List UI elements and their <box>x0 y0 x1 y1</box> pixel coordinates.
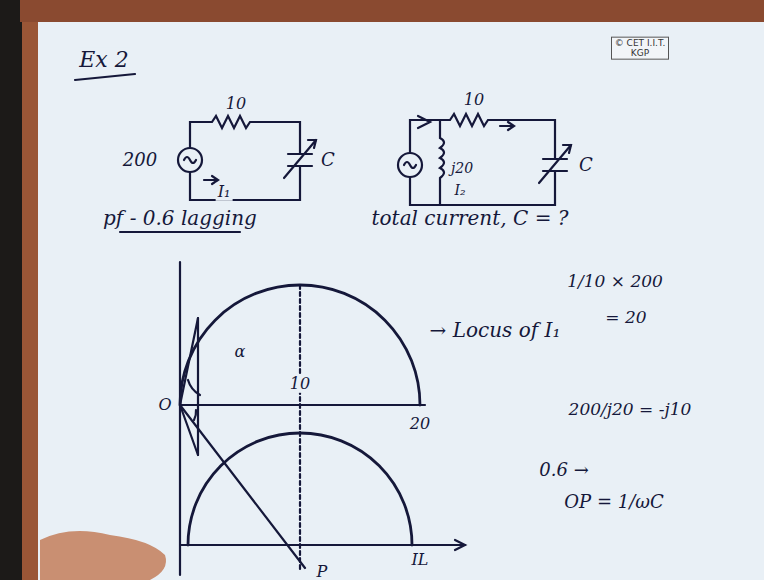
board-text: I₂ <box>452 182 467 198</box>
board-text: α <box>233 343 248 361</box>
board-text: 10 <box>288 375 312 393</box>
board-text: C <box>577 155 595 176</box>
board-text: 10 <box>224 95 248 113</box>
board-text: → Locus of I₁ <box>428 319 563 342</box>
board-text: 10 <box>462 91 486 109</box>
board-text: I₁ <box>216 183 233 201</box>
board-text: pf - 0.6 lagging <box>101 207 259 230</box>
board-text: Ex 2 <box>77 47 130 72</box>
board-text: 20 <box>408 415 432 433</box>
board-text: O <box>156 396 173 414</box>
board-text: OP = 1/ωC <box>562 492 665 513</box>
board-text: 200 <box>121 150 159 171</box>
board-text: j20 <box>449 160 475 176</box>
board-text: 1/10 × 200 <box>565 272 665 292</box>
board-text: P <box>315 563 330 580</box>
board-text: 200/j20 = -j10 <box>567 400 694 420</box>
board-text: total current, C = ? <box>370 207 571 230</box>
board-text: = 20 <box>603 308 648 328</box>
board-text: 0.6 → <box>537 460 590 481</box>
watermark: © CET I.I.T. KGP <box>611 37 669 60</box>
board-text: IL <box>410 551 431 569</box>
board-text: C <box>319 150 337 171</box>
